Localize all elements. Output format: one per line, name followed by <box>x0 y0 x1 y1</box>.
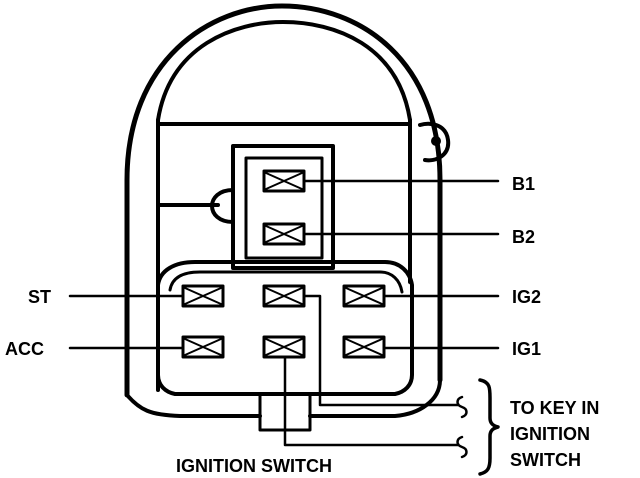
terminal-center-bottom <box>262 335 306 359</box>
label-b2: B2 <box>512 227 535 247</box>
label-to-key-line3: SWITCH <box>510 450 581 470</box>
key-switch-wires <box>258 294 468 459</box>
terminal-ig2 <box>342 284 386 308</box>
mounting-hole <box>431 136 441 146</box>
label-to-key-line2: IGNITION <box>510 424 590 444</box>
terminal-st <box>181 284 225 308</box>
mounting-tab <box>418 121 451 163</box>
caption-ignition-switch: IGNITION SWITCH <box>176 456 332 476</box>
label-st: ST <box>28 287 51 307</box>
switch-housing-outline <box>124 3 443 418</box>
lower-connector-body <box>156 260 414 396</box>
terminal-ig1 <box>342 335 386 359</box>
label-to-key-line1: TO KEY IN <box>510 398 599 418</box>
leader-lines <box>68 179 500 350</box>
terminal-b1 <box>262 169 306 193</box>
label-b1: B1 <box>512 174 535 194</box>
terminal-center-top <box>262 284 306 308</box>
bracket-brace <box>478 378 500 476</box>
label-ig2: IG2 <box>512 287 541 307</box>
terminal-acc <box>181 335 225 359</box>
upper-connector-block <box>158 144 335 270</box>
terminal-b2 <box>262 222 306 246</box>
label-acc: ACC <box>5 339 44 359</box>
label-ig1: IG1 <box>512 339 541 359</box>
